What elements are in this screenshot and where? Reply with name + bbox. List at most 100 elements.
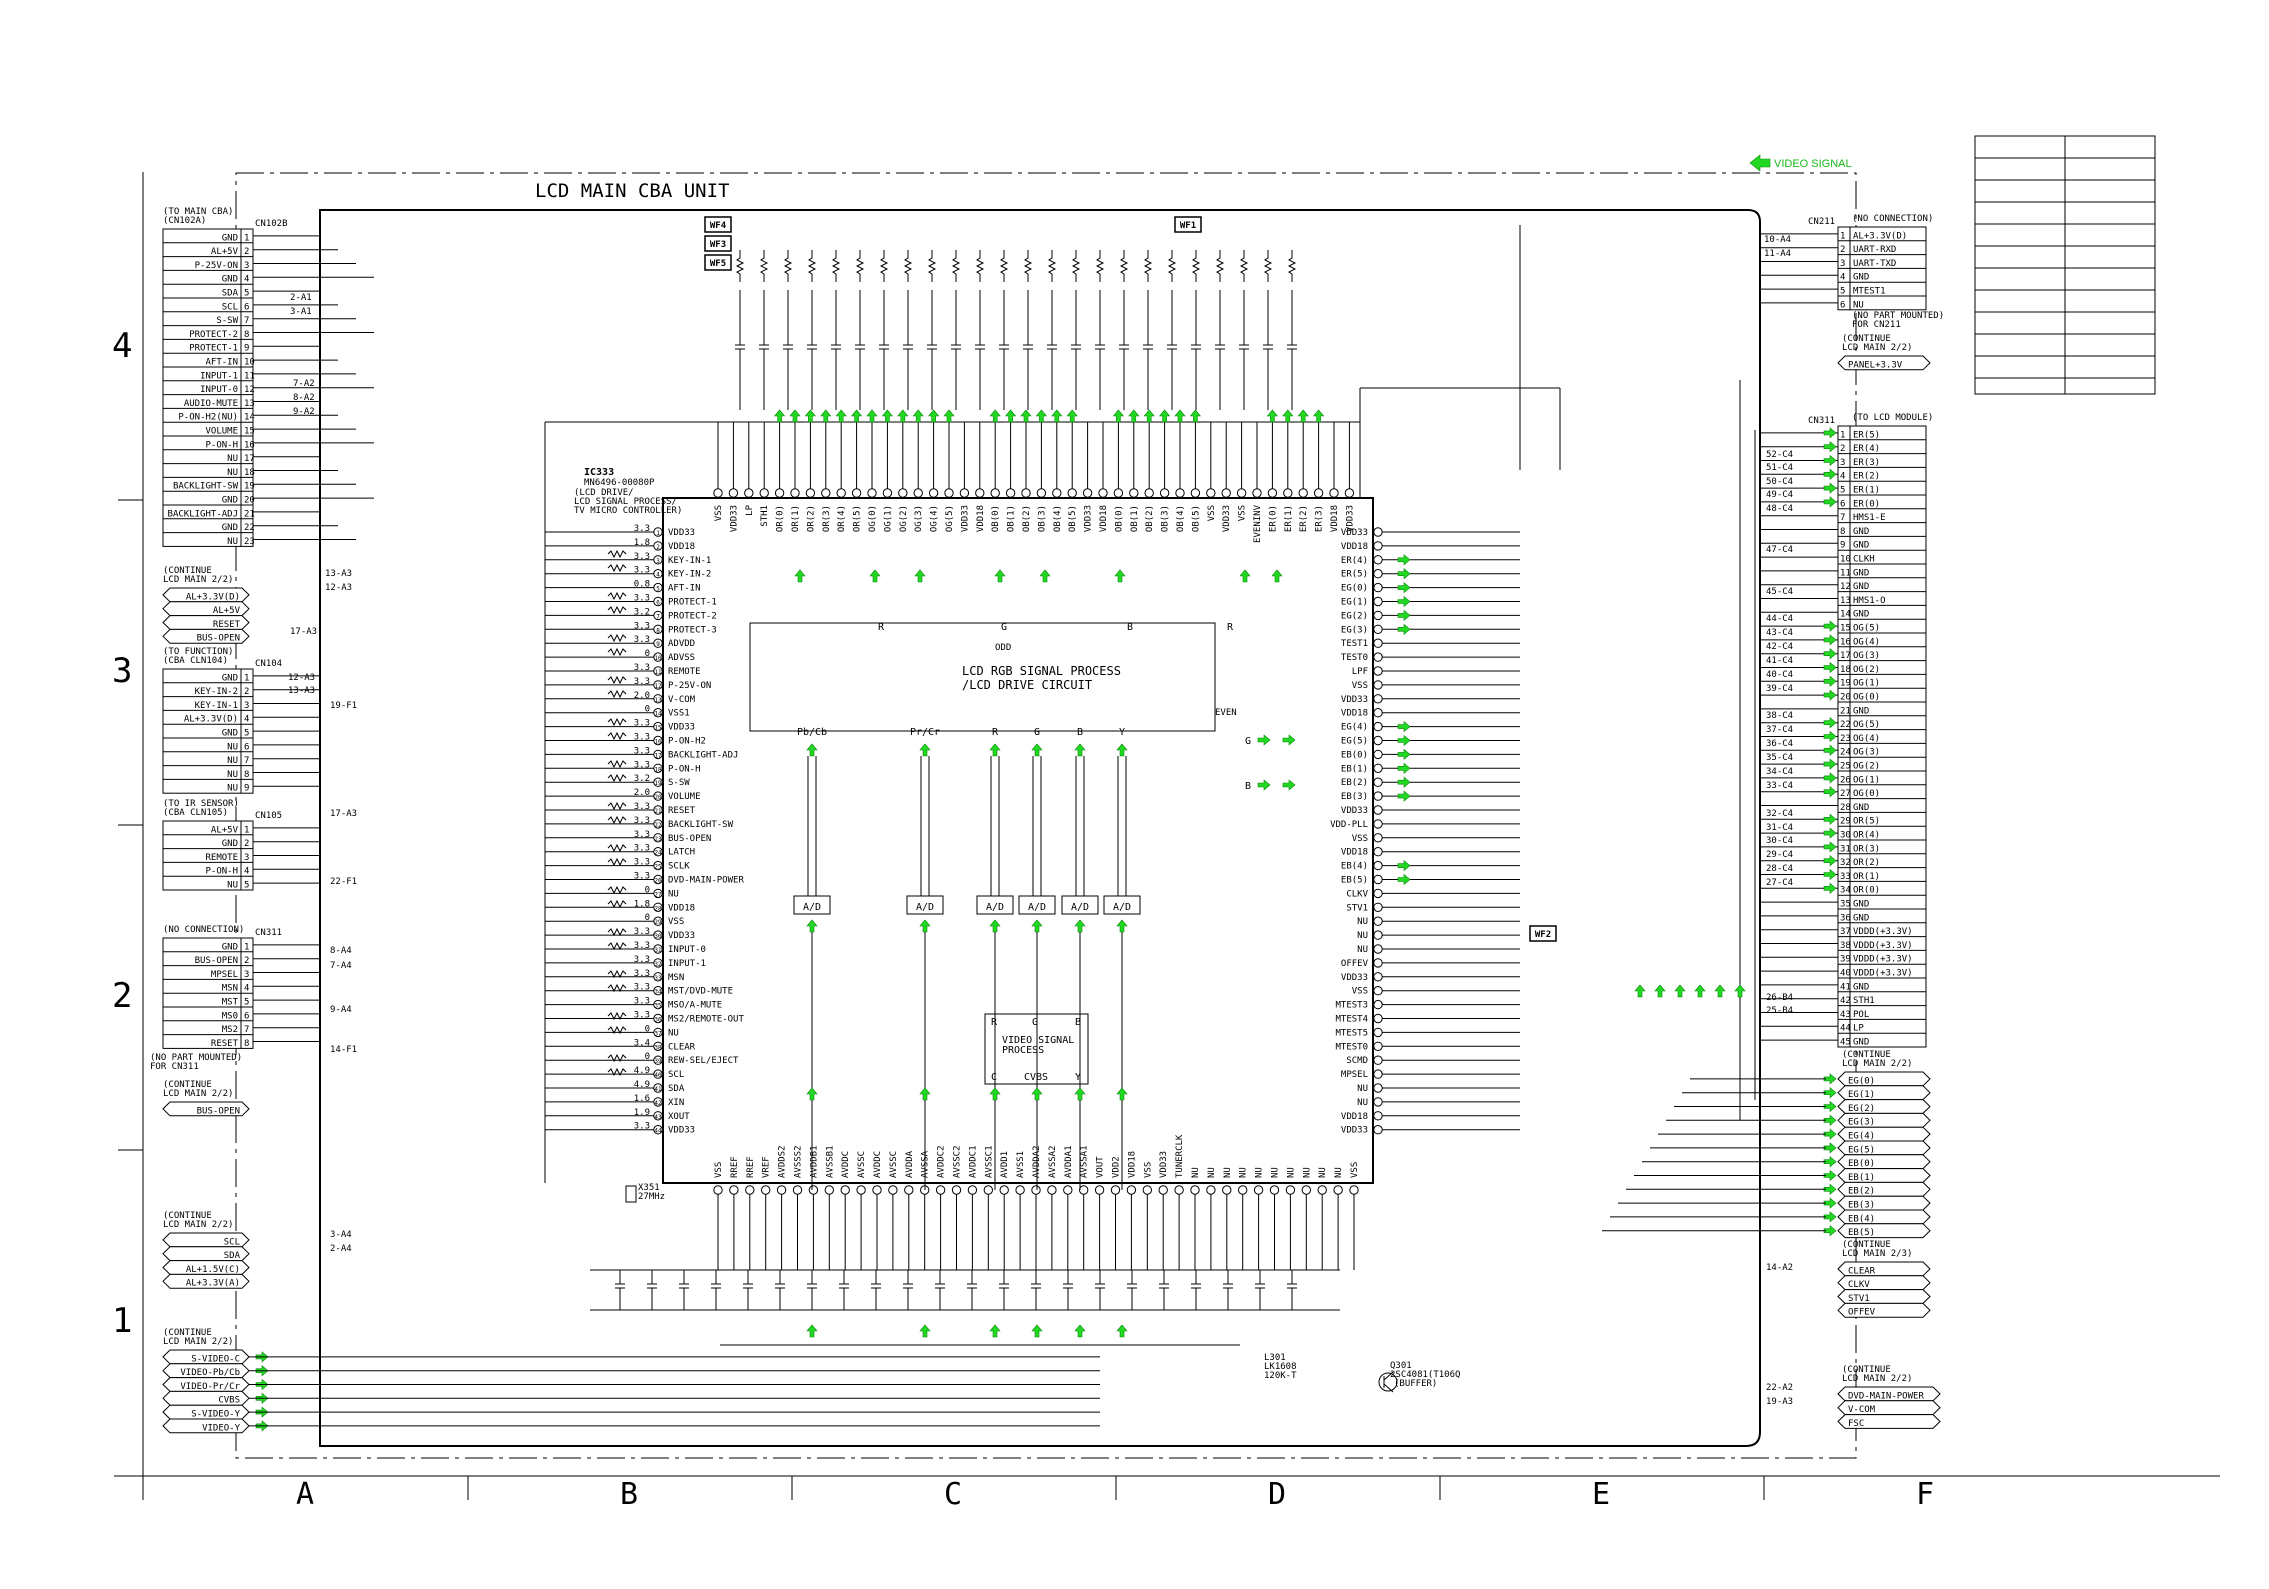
cont-b-signal-tag (162, 1101, 250, 1117)
cn311-right-pin-number: 36 (1840, 913, 1851, 923)
video-signal-arrow-icon (804, 409, 817, 423)
ic-left-pin-number: 28 (654, 905, 662, 912)
capacitor-symbol (951, 344, 961, 350)
ic-left-pin-label: KEY-IN-2 (668, 570, 711, 580)
ic-right-pin-label: EG(0) (1341, 584, 1368, 594)
ic-left-pin-number: 25 (654, 864, 662, 871)
ic-right-pin (1373, 1097, 1383, 1107)
ic-left-pin-voltage: 4.9 (634, 1066, 650, 1076)
ic-right-pin (1373, 1111, 1383, 1121)
video-signal-arrow-icon (1823, 855, 1837, 867)
video-signal-arrow-icon (989, 1324, 1001, 1338)
ic-left-pin-label: LATCH (668, 848, 695, 858)
cn311-left-pin-number: 6 (244, 1011, 249, 1021)
cross-reference: 22-A2 (1766, 1383, 1793, 1393)
cn102b-pin-label: GND (222, 496, 238, 506)
ic-top-pin-label: OG(4) (930, 505, 940, 532)
video-signal-arrow-icon (1114, 569, 1126, 583)
cn105-pin-number: 3 (244, 853, 249, 863)
ic-top-pin (1082, 488, 1093, 498)
ic-left-pin-voltage: 3.3 (634, 858, 650, 868)
even-g-label: G (1245, 736, 1251, 747)
video-out-c: C (991, 1072, 997, 1083)
ic-right-pin-label: ER(4) (1341, 556, 1368, 566)
video-signal-arrow-icon (1116, 919, 1128, 933)
video-signal-arrow-icon (1823, 882, 1837, 894)
cn311-right-pin-number: 42 (1840, 996, 1851, 1006)
ic-left-pin-number: 12 (654, 683, 662, 690)
video-signal-arrow-icon (1074, 919, 1086, 933)
cn102b-pin-label: GND (222, 233, 238, 243)
ic-left-pin-number: 23 (654, 836, 662, 843)
l301-value-1: LK1608 (1264, 1362, 1297, 1372)
cn311-right-pin-label: OG(3) (1853, 748, 1880, 758)
video-signal-arrow-icon (1266, 409, 1279, 423)
ic-right-pin-label: MTEST3 (1335, 1001, 1368, 1011)
ic-left-pin-number: 14 (654, 711, 662, 718)
rgb-top-label: R (1227, 622, 1234, 633)
ic-top-pin-label: ER(2) (1299, 505, 1309, 532)
resistor-symbol (975, 250, 985, 282)
ic-top-pin-label: ER(1) (1284, 505, 1294, 532)
cn311-right-pin-label: GND (1853, 982, 1869, 992)
cn102b-pin-number: 4 (244, 275, 249, 285)
capacitor-symbol (1063, 1283, 1073, 1289)
cn102b-pin-number: 2 (244, 247, 249, 257)
cn311-right-pin-label: CLKH (1853, 555, 1875, 565)
resistor-symbol (607, 591, 627, 601)
ic-top-pin-label: VDD18 (1099, 505, 1109, 532)
ic-part: MN6496-00080P (584, 478, 655, 488)
ic-left-pin-label: PROTECT-2 (668, 611, 717, 621)
video-signal-arrow-icon (881, 409, 894, 423)
cn311-right-pin-number: 27 (1840, 789, 1851, 799)
ic-bottom-pin-label: NU (1207, 1167, 1217, 1178)
q301-role: (BUFFER) (1394, 1379, 1437, 1389)
ic-right-pin-label: EG(1) (1341, 598, 1368, 608)
video-signal-arrow-icon (1823, 868, 1837, 881)
ic-left-pin-number: 13 (654, 697, 662, 704)
cn211-title: (NO CONNECTION) (1852, 214, 1933, 224)
ic-right-pin-label: VDD18 (1341, 709, 1368, 719)
cont-a-signal-label: AL+5V (213, 606, 241, 616)
cross-reference: 13-A3 (325, 569, 352, 579)
ic-left-pin-number: 26 (654, 878, 662, 885)
cn311-left-pin-label: MSN (222, 984, 238, 994)
capacitor-symbol (1023, 344, 1033, 350)
cross-reference: 26-B4 (1766, 993, 1793, 1003)
cn311-right-pin-label: OR(0) (1853, 886, 1880, 896)
cn102b-pin-label: SDA (222, 289, 239, 299)
ic-left-pin-number: 32 (654, 961, 662, 968)
ic-left-pin-number: 11 (654, 669, 662, 676)
resistor-symbol (607, 983, 627, 993)
ic-bottom-pin (1031, 1185, 1041, 1195)
ic-top-pin (1067, 488, 1077, 498)
video-signal-arrow-icon (1031, 743, 1043, 757)
cn104-title: (TO FUNCTION) (163, 647, 233, 657)
cn211-note: (NO PART MOUNTED) (1852, 311, 1944, 321)
ic-bottom-pin (729, 1185, 739, 1195)
cn102b-pin-label: NU (227, 468, 238, 478)
capacitor-symbol (647, 1283, 657, 1289)
cn311-right-pin-label: HMS1-E (1853, 513, 1886, 523)
capacitor-symbol (711, 1283, 721, 1289)
ic-left-pin-label: S-SW (668, 778, 690, 788)
ic-bottom-pin (1079, 1185, 1089, 1195)
cont-d-title: (CONTINUE (163, 1328, 212, 1338)
ic-top-pin-label: OG(2) (899, 505, 909, 532)
video-signal-arrow-icon (1397, 762, 1411, 774)
video-signal-arrow-icon (1734, 984, 1746, 998)
video-rgb-b: B (1075, 1017, 1081, 1028)
ic-right-pin (1373, 1125, 1383, 1135)
cross-reference: 14-A2 (1766, 1263, 1793, 1273)
video-signal-arrow-icon (1823, 717, 1837, 729)
adc-block (906, 895, 944, 915)
ic-left-pin-label: REW-SEL/EJECT (668, 1056, 739, 1066)
ic-right-pin-label: MTEST5 (1335, 1028, 1368, 1038)
cn104-pin-label: GND (222, 729, 238, 739)
cn102b-pin-label: BACKLIGHT-SW (173, 482, 239, 492)
ic-bottom-pin-label: RREF (730, 1156, 740, 1178)
cn102b-pin-label: PROTECT-1 (189, 344, 238, 354)
ic-left-pin-label: CLEAR (668, 1042, 696, 1052)
ic-bottom-pin-label: AVDDC (873, 1151, 883, 1178)
